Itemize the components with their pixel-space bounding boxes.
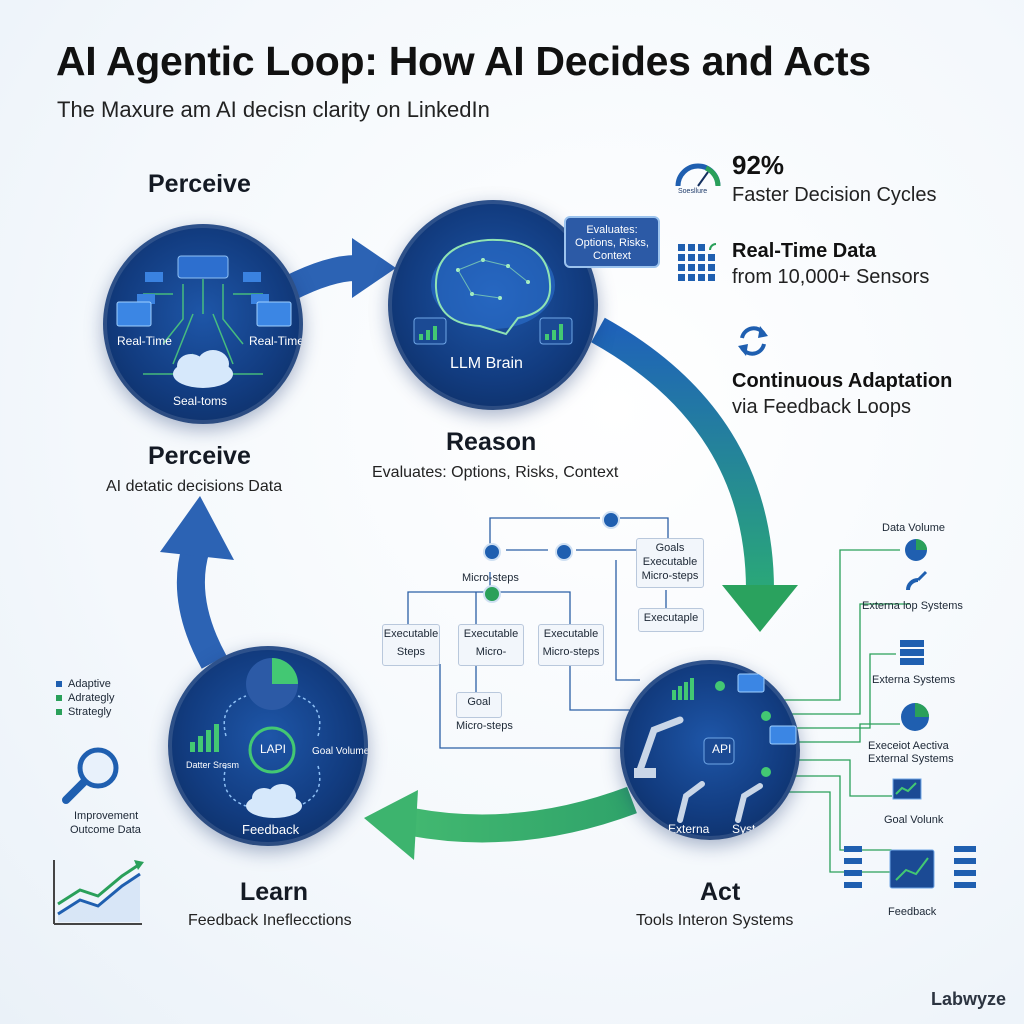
- learn-center-label: LAPI: [260, 742, 287, 756]
- act-heading: Act: [700, 878, 741, 906]
- goals-box-title: Goals: [655, 542, 685, 554]
- arrow-act-learn: [409, 786, 637, 843]
- perceive-label-right: Real-Time: [249, 334, 303, 348]
- system-externa: Externa Systems: [872, 674, 956, 686]
- learn-description: Feedback Ineflecctions: [188, 912, 352, 929]
- executaple-box: Executaple: [638, 608, 704, 632]
- act-circle: API Externa Systems: [620, 660, 800, 840]
- micro-steps-label-2: Micro-steps: [542, 646, 600, 658]
- flow-node-branch: [483, 585, 501, 603]
- executable-label-2: Executable: [463, 628, 519, 640]
- arrow-head-learn-perceive: [160, 496, 234, 560]
- perceive-label-bottom: Seal-toms: [173, 394, 228, 408]
- reason-description: Evaluates: Options, Risks, Context: [372, 464, 619, 481]
- page-title: AI Agentic Loop: How AI Decides and Acts: [56, 38, 871, 84]
- improvement-label: Improvement: [74, 810, 139, 822]
- legend-swatch-green-2: [56, 709, 62, 716]
- legend-adrategly-text: Adrategly: [68, 692, 115, 704]
- flow-node-edit-2: [555, 543, 573, 561]
- page-subtitle: The Maxure am AI decisn clarity on Linke…: [57, 97, 490, 122]
- perceive-heading: Perceive: [148, 442, 251, 470]
- robot-arms-icon: [634, 673, 797, 823]
- brain-icon: [413, 238, 573, 345]
- act-api-label: API: [712, 742, 732, 756]
- brand-logo: Labwyze: [930, 989, 1006, 1009]
- circuit-network-icon: [116, 255, 292, 388]
- pie-icon: [905, 539, 927, 561]
- act-label-left: Externa: [668, 822, 710, 836]
- pie-icon-2: [901, 703, 929, 731]
- goal-box: Goal: [456, 692, 502, 718]
- stat-value: 92%: [732, 150, 785, 180]
- magnifier-icon: [62, 747, 119, 804]
- growth-chart-icon: [53, 860, 144, 925]
- goals-box: Goals Executable Micro-steps: [636, 538, 704, 588]
- perceive-label-left: Real-Time: [117, 334, 172, 348]
- perceive-circle: Real-Time Real-Time Seal-toms: [103, 224, 303, 424]
- goals-box-sub: Executable Micro-steps: [641, 556, 699, 582]
- arrow-head-perceive-reason: [352, 238, 396, 298]
- monitor-chart-icon: [892, 778, 922, 800]
- stat-adaptation-title: Continuous Adaptation: [732, 370, 953, 392]
- act-description: Tools Interon Systems: [636, 912, 794, 929]
- llm-brain-label: LLM Brain: [450, 355, 523, 372]
- executable-label-3: Executable: [543, 628, 599, 640]
- system-externa-lop: Externa lop Systems: [862, 600, 963, 612]
- executable-steps-box: Executable Steps: [382, 624, 440, 666]
- steps-label: Steps: [396, 646, 426, 658]
- arrow-perceive-reason: [284, 255, 357, 300]
- refresh-icon: [738, 326, 768, 356]
- satellite-icon: [906, 570, 928, 591]
- arrow-head-reason-act: [722, 585, 798, 632]
- goal-sub-label: Micro-steps: [456, 720, 513, 732]
- sensor-grid-icon: [678, 243, 717, 281]
- learn-graphic-icon: [190, 658, 321, 818]
- legend-adaptive: Adaptive: [56, 678, 111, 690]
- perceive-description: AI detatic decisions Data: [106, 478, 283, 495]
- flow-node-edit-1: [483, 543, 501, 561]
- legend-adrategly: Adrategly: [56, 692, 114, 704]
- legend-swatch-green: [56, 695, 62, 702]
- system-goal-volunk: Goal Volunk: [884, 814, 944, 826]
- learn-label-bottom: Feedback: [242, 822, 300, 837]
- stat-value-text: Faster Decision Cycles: [732, 184, 937, 206]
- executable-micro-box: Executable Micro-: [458, 624, 524, 666]
- executable-label-1: Executable: [383, 628, 439, 640]
- micro-steps-label: Micro-steps: [462, 572, 519, 584]
- learn-label-right: Goal Volume: [312, 746, 368, 757]
- reason-circle: LLM Brain: [388, 200, 598, 410]
- gauge-icon-label: Soesllure: [678, 188, 708, 195]
- server-stack-icon: [900, 640, 924, 665]
- perceive-heading-top: Perceive: [148, 170, 251, 198]
- reason-heading: Reason: [446, 428, 537, 456]
- flow-node-top: [602, 511, 620, 529]
- executable-microsteps-box: Executable Micro-steps: [538, 624, 604, 666]
- stat-realtime-title: Real-Time Data: [732, 240, 877, 262]
- system-data-volume: Data Volume: [882, 522, 945, 534]
- stat-realtime-text: from 10,000+ Sensors: [732, 266, 930, 288]
- arrow-reason-act: [591, 317, 774, 591]
- learn-heading: Learn: [240, 878, 309, 906]
- gauge-icon: [675, 163, 721, 187]
- legend-adaptive-text: Adaptive: [68, 678, 111, 690]
- learn-label-left: Datter Sresm: [186, 760, 240, 770]
- stat-adaptation-text: via Feedback Loops: [732, 396, 912, 418]
- legend-strategly: Strategly: [56, 706, 111, 718]
- micro-label: Micro-: [475, 646, 507, 658]
- act-label-right: Systems: [732, 822, 779, 836]
- system-feedback: Feedback: [888, 906, 937, 918]
- evaluates-bubble: Evaluates: Options, Risks, Context: [564, 216, 660, 268]
- legend-swatch-blue: [56, 681, 62, 688]
- learn-circle: LAPI Datter Sresm Goal Volume Feedback: [168, 646, 368, 846]
- system-execeiot: Execeiot Aectiva External Systems: [868, 740, 954, 765]
- server-cluster-icon: [844, 846, 976, 889]
- arrow-head-act-learn: [364, 790, 418, 860]
- arrow-learn-perceive: [176, 543, 227, 669]
- outcome-data-label: Outcome Data: [70, 824, 141, 836]
- legend-strategly-text: Strategly: [68, 706, 112, 718]
